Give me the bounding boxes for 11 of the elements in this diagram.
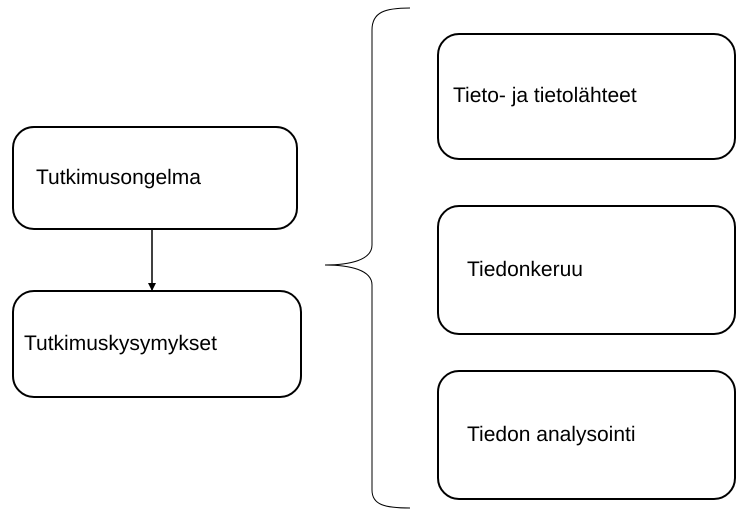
process-box (12, 290, 302, 398)
process-box (437, 33, 736, 160)
process-box (437, 370, 736, 500)
box-label: Tutkimuskysymykset (24, 330, 218, 357)
box-label: Tieto- ja tietolähteet (453, 83, 638, 110)
box-label: Tiedon analysointi (467, 422, 636, 448)
box-label: Tiedonkeruu (467, 256, 584, 283)
process-box (437, 205, 736, 335)
process-box (12, 126, 298, 230)
arrow (148, 230, 156, 291)
box-label: Tutkimusongelma (36, 164, 202, 191)
